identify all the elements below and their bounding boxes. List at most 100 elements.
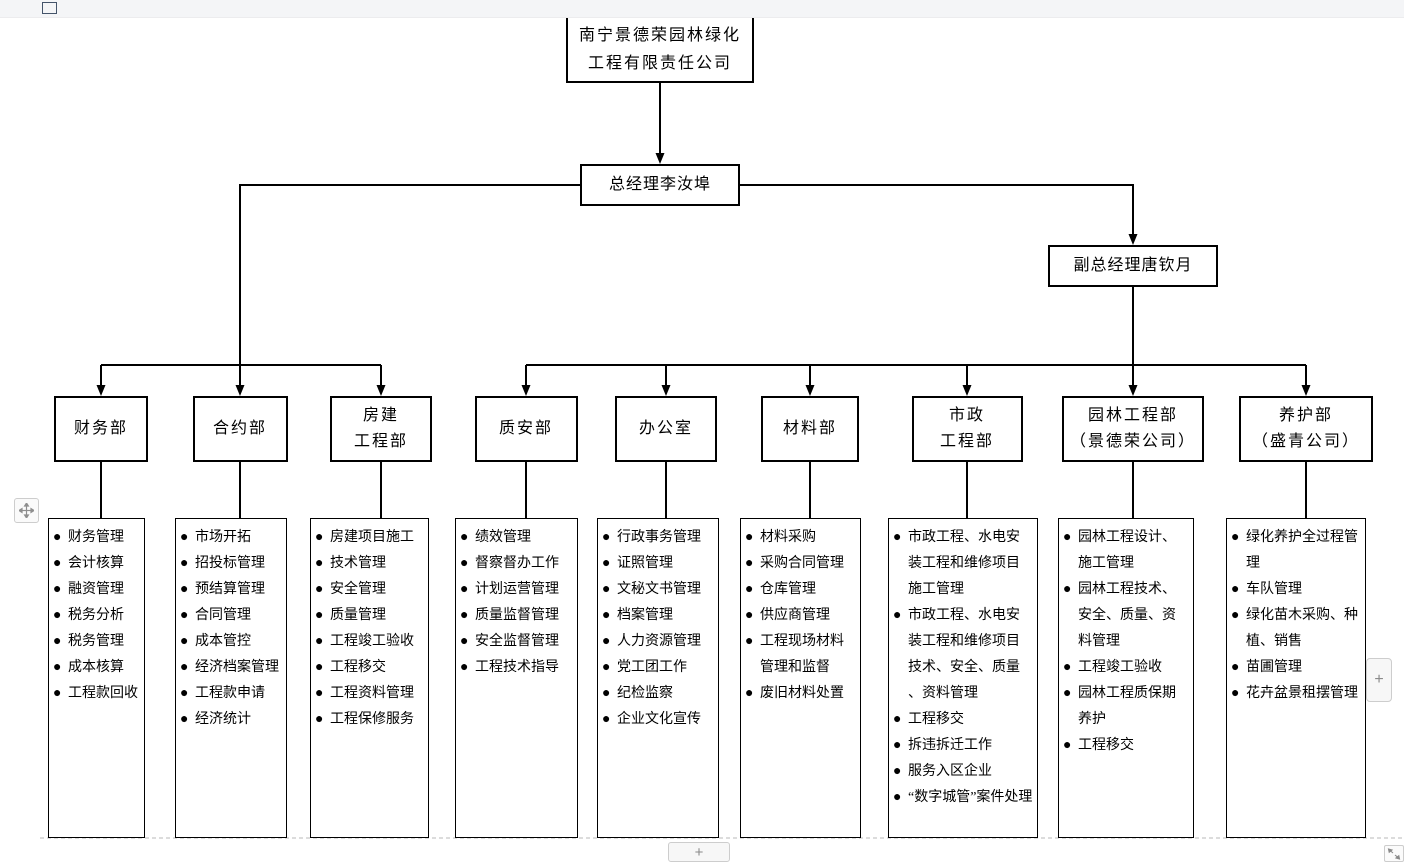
duty-item: ●工程款回收	[49, 681, 144, 707]
department-duty-list[interactable]: ●园林工程设计、施工管理●园林工程技术、安全、质量、资料管理●工程竣工验收●园林…	[1058, 518, 1194, 838]
duty-item-text: 工程技术指导	[475, 660, 559, 675]
duty-item: ●安全监督管理	[456, 629, 577, 655]
duty-item-text: 证照管理	[617, 556, 673, 571]
company-root-box[interactable]: 南宁景德荣园林绿化 工程有限责任公司	[566, 16, 754, 83]
duty-item-text: 行政事务管理	[617, 530, 701, 545]
bullet-icon: ●	[1231, 660, 1240, 675]
canvas-move-handle[interactable]	[14, 498, 39, 523]
duty-item-text: 市场开拓	[195, 530, 251, 545]
bullet-icon: ●	[460, 556, 469, 571]
bullet-icon: ●	[460, 634, 469, 649]
bullet-icon: ●	[602, 530, 611, 545]
move-icon	[19, 503, 34, 518]
department-name: 养护部	[1278, 407, 1333, 424]
duty-item: ●成本核算	[49, 655, 144, 681]
duty-item-text: 材料采购	[760, 530, 816, 545]
duty-item: ●工程保修服务	[311, 707, 428, 733]
department-box[interactable]: 办公室	[615, 396, 717, 462]
duty-item-text: 党工团工作	[617, 660, 687, 675]
duty-item-text: 工程资料管理	[330, 686, 414, 701]
bullet-icon: ●	[745, 556, 754, 571]
bullet-icon: ●	[315, 660, 324, 675]
department-duty-list[interactable]: ●绩效管理●督察督办工作●计划运营管理●质量监督管理●安全监督管理●工程技术指导	[455, 518, 578, 838]
duty-item: ●房建项目施工	[311, 525, 428, 551]
duty-item: ●证照管理	[598, 551, 718, 577]
duty-item: ●采购合同管理	[741, 551, 860, 577]
duty-item: ●成本管控	[176, 629, 286, 655]
department-name: 合约部	[212, 420, 267, 437]
department-duty-list[interactable]: ●市场开拓●招投标管理●预结算管理●合同管理●成本管控●经济档案管理●工程款申请…	[175, 518, 287, 838]
bullet-icon: ●	[1063, 582, 1072, 597]
duty-item-text: 督察督办工作	[475, 556, 559, 571]
duty-item: ●技术管理	[311, 551, 428, 577]
duty-item-text: 文秘文书管理	[617, 582, 701, 597]
duty-item-text: 服务入区企业	[908, 764, 992, 779]
duty-item: ● 税务管理	[49, 629, 144, 655]
department-name: （盛青公司）	[1251, 433, 1360, 450]
duty-item: ●园林工程技术、安全、质量、资料管理	[1059, 577, 1193, 655]
duty-item: ● 服务入区企业	[889, 759, 1037, 785]
department-box[interactable]: 市政工程部	[911, 396, 1023, 462]
bullet-icon: ●	[1231, 686, 1240, 701]
duty-item-text: 预结算管理	[195, 582, 265, 597]
duty-item: ●花卉盆景租摆管理	[1227, 681, 1365, 707]
duty-item: ●经济档案管理	[176, 655, 286, 681]
department-box[interactable]: 养护部 （盛青公司）	[1239, 396, 1373, 462]
duty-item-text: 工程款申请	[195, 686, 265, 701]
toolbar-strip	[0, 0, 1404, 18]
department-box[interactable]: 房建工程部	[330, 396, 432, 462]
duty-item: ●拆违拆迁工作	[889, 733, 1037, 759]
duty-item-text: 市政工程、水电安装工程和维修项目技术、安全、质量、资料管理	[908, 608, 1020, 701]
department-box[interactable]: 合约部	[192, 396, 288, 462]
bullet-icon: ●	[893, 764, 902, 779]
bullet-icon: ●	[745, 634, 754, 649]
duty-item-text: 成本管控	[195, 634, 251, 649]
canvas-resize-handle[interactable]	[1384, 845, 1404, 862]
duty-item-text: 财务管理	[68, 530, 124, 545]
bullet-icon: ●	[1231, 530, 1240, 545]
department-name: 质安部	[498, 420, 553, 437]
duty-item: ●工程移交	[311, 655, 428, 681]
duty-item: ●工程移交	[1059, 733, 1193, 759]
bullet-icon: ●	[893, 608, 902, 623]
company-name-line1: 南宁景德荣园林绿化	[578, 26, 741, 44]
duty-item: ●工程竣工验收	[311, 629, 428, 655]
canvas-add-button-right[interactable]: +	[1366, 658, 1392, 702]
duty-item-text: 成本核算	[68, 660, 124, 675]
department-name: 财务部	[73, 420, 128, 437]
department-box[interactable]: 财务部	[54, 396, 148, 462]
department-name: 市政	[948, 407, 985, 424]
canvas-add-button-bottom[interactable]: +	[668, 842, 730, 862]
duty-item: ●废旧材料处置	[741, 681, 860, 707]
bullet-icon: ●	[602, 582, 611, 597]
bullet-icon: ●	[53, 582, 62, 597]
duty-item-text: 人力资源管理	[617, 634, 701, 649]
duty-item: ●经济统计	[176, 707, 286, 733]
bullet-icon: ●	[180, 686, 189, 701]
department-name: 房建	[362, 407, 399, 424]
department-box[interactable]: 材料部	[761, 396, 859, 462]
department-box[interactable]: 园林工程部（景德荣公司）	[1062, 396, 1204, 462]
department-duty-list[interactable]: ●绿化养护全过程管理●车队管理●绿化苗木采购、种植、销售●苗圃管理●花卉盆景租摆…	[1226, 518, 1366, 838]
department-duty-list[interactable]: ●行政事务管理●证照管理●文秘文书管理●档案管理●人力资源管理●党工团工作●纪检…	[597, 518, 719, 838]
department-duty-list[interactable]: ●财务管理●会计核算●融资管理●税务分析●税务管理●成本核算●工程款回收	[48, 518, 145, 838]
duty-item-text: 税务管理	[68, 634, 124, 649]
bullet-icon: ●	[602, 712, 611, 727]
duty-item: ●工程移交	[889, 707, 1037, 733]
department-duty-list[interactable]: ●房建项目施工●技术管理●安全管理●质量管理●工程竣工验收●工程移交●工程资料管…	[310, 518, 429, 838]
department-duty-list[interactable]: ●市政工程、水电安装工程和维修项目施工管理●市政工程、水电安装工程和维修项目技术…	[888, 518, 1038, 838]
department-name: （景德荣公司）	[1069, 433, 1196, 450]
duty-item-text: 废旧材料处置	[760, 686, 844, 701]
bullet-icon: ●	[180, 582, 189, 597]
duty-item-text: 合同管理	[195, 608, 251, 623]
bullet-icon: ●	[53, 634, 62, 649]
duty-item-text: 房建项目施工	[330, 530, 414, 545]
duty-item-text: 安全管理	[330, 582, 386, 597]
department-box[interactable]: 质安部	[474, 396, 578, 462]
deputy-general-manager-box[interactable]: 副总经理唐钦月	[1048, 245, 1218, 287]
duty-item-text: 工程移交	[908, 712, 964, 727]
duty-item: ●财务管理	[49, 525, 144, 551]
general-manager-box[interactable]: 总经理李汝埠	[580, 164, 740, 206]
department-duty-list[interactable]: ●材料采购●采购合同管理●仓库管理●供应商管理●工程现场材料管理和监督●废旧材料…	[740, 518, 861, 838]
